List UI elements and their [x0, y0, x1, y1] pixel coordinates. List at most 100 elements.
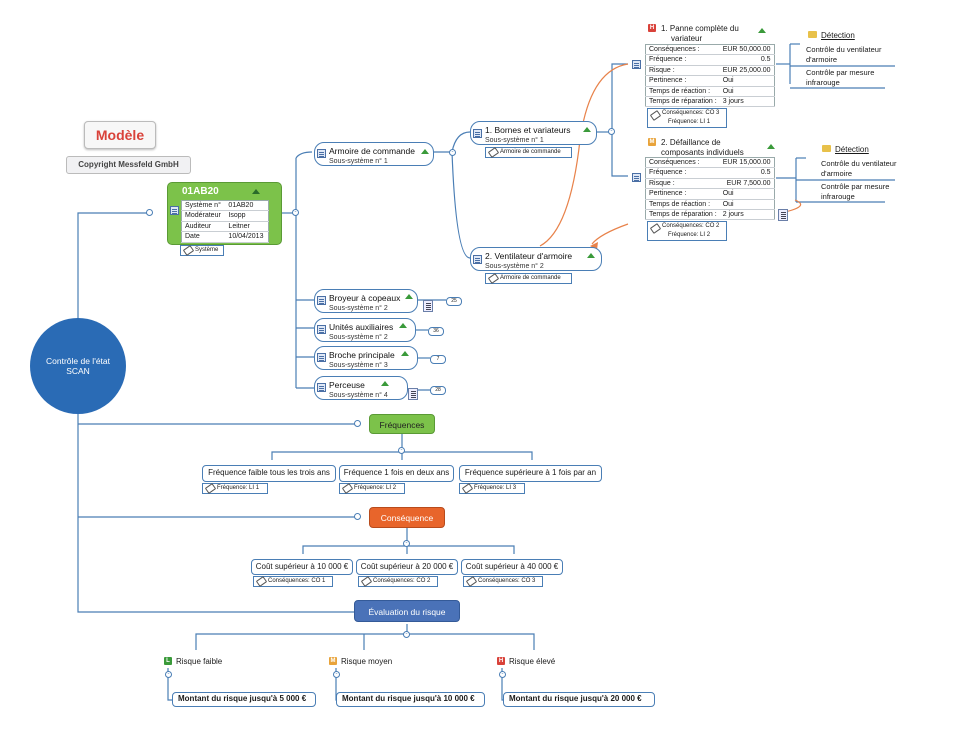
component-bornes[interactable]: 1. Bornes et variateurs Sous-système n° …: [470, 121, 597, 145]
notes-icon[interactable]: [408, 388, 418, 400]
tag-icon: [461, 483, 474, 494]
collapse-icon[interactable]: [401, 351, 409, 356]
badge-count: 36: [428, 327, 444, 336]
tag-icon: [649, 110, 662, 121]
expand-toggle[interactable]: -: [403, 631, 410, 638]
collapse-icon[interactable]: [767, 144, 775, 149]
failure-title: 1. Panne complète du variateur: [661, 24, 739, 43]
table-row: Pertinence :Oui: [645, 188, 775, 200]
subsystem-broyeur[interactable]: Broyeur à copeaux Sous-système n° 2: [314, 289, 418, 313]
subsystem-broche[interactable]: Broche principale Sous-système n° 3: [314, 346, 418, 370]
tag-icon: [360, 576, 373, 587]
tag-icon: [487, 273, 500, 284]
priority-high-icon: H: [497, 657, 505, 665]
table-row: Fréquence :0.5: [645, 54, 775, 66]
system-note-icon: [170, 206, 179, 215]
collapse-icon[interactable]: [583, 127, 591, 132]
table-row: Pertinence :Oui: [645, 75, 775, 87]
risk-amount[interactable]: Montant du risque jusqu'à 20 000 €: [503, 692, 655, 707]
collapse-icon[interactable]: [252, 189, 260, 194]
notes-icon[interactable]: [778, 209, 788, 221]
note-icon: [632, 60, 641, 69]
folder-icon: [822, 145, 831, 152]
folder-icon: [808, 31, 817, 38]
frequency-tag: Fréquence: LI 3: [459, 483, 525, 494]
root-node[interactable]: Contrôle de l'état SCAN: [30, 318, 126, 414]
expand-toggle[interactable]: -: [449, 149, 456, 156]
collapse-icon[interactable]: [587, 253, 595, 258]
expand-toggle[interactable]: -: [292, 209, 299, 216]
frequency-item[interactable]: Fréquence 1 fois en deux ans: [339, 465, 454, 482]
model-title: Modèle: [95, 127, 145, 143]
expand-toggle[interactable]: [354, 513, 361, 520]
table-row: Temps de réparation :3 jours: [645, 96, 775, 108]
collapse-icon[interactable]: [399, 323, 407, 328]
expand-toggle[interactable]: -: [403, 540, 410, 547]
consequence-item[interactable]: Coût supérieur à 40 000 €: [461, 559, 563, 575]
priority-medium-icon: M: [329, 657, 337, 665]
expand-toggle[interactable]: [354, 420, 361, 427]
failure-title: 2. Défaillance de composants individuels: [661, 138, 744, 157]
component-ventilateur[interactable]: 2. Ventilateur d'armoire Sous-système n°…: [470, 247, 602, 271]
consequence-node[interactable]: Conséquence: [369, 507, 445, 528]
risk-level-label[interactable]: Risque faible: [176, 657, 223, 666]
collapse-icon[interactable]: [758, 28, 766, 33]
collapse-icon[interactable]: [381, 381, 389, 386]
note-icon: [317, 149, 326, 158]
table-row: Temps de réparation :2 jours: [645, 209, 775, 221]
root-line2: SCAN: [66, 366, 90, 376]
expand-toggle[interactable]: -: [333, 671, 340, 678]
copyright-box: Copyright Messfeld GmbH: [66, 156, 191, 174]
risk-amount[interactable]: Montant du risque jusqu'à 5 000 €: [172, 692, 316, 707]
note-icon: [317, 296, 326, 305]
collapse-icon[interactable]: [421, 149, 429, 154]
tag-icon: [204, 483, 217, 494]
consequence-item[interactable]: Coût supérieur à 20 000 €: [356, 559, 458, 575]
frequency-item[interactable]: Fréquence faible tous les trois ans: [202, 465, 336, 482]
consequence-tag: Conséquences: CO 3: [463, 576, 543, 587]
notes-icon[interactable]: [423, 300, 433, 312]
component-tag: Armoire de commande: [485, 147, 572, 158]
consequence-item[interactable]: Coût supérieur à 10 000 €: [251, 559, 353, 575]
table-row: Fréquence :0.5: [645, 167, 775, 179]
note-icon: [473, 255, 482, 264]
component-tag: Armoire de commande: [485, 273, 572, 284]
risk-amount[interactable]: Montant du risque jusqu'à 10 000 €: [336, 692, 485, 707]
note-icon: [317, 383, 326, 392]
expand-toggle[interactable]: -: [608, 128, 615, 135]
risk-node[interactable]: Évaluation du risque: [354, 600, 460, 622]
table-row: Système n°01AB20: [181, 200, 269, 212]
expand-toggle[interactable]: -: [499, 671, 506, 678]
subsystem-perceuse[interactable]: Perceuse Sous-système n° 4: [314, 376, 408, 400]
model-title-box: Modèle: [84, 121, 156, 149]
expand-toggle[interactable]: -: [398, 447, 405, 454]
risk-level-label[interactable]: Risque moyen: [341, 657, 393, 666]
tag-icon: [182, 245, 195, 256]
detection-title: Détection: [835, 145, 869, 154]
risk-level-label[interactable]: Risque élevé: [509, 657, 556, 666]
frequencies-node[interactable]: Fréquences: [369, 414, 435, 434]
failure-table: Conséquences :EUR 15,000.00 Fréquence :0…: [645, 157, 775, 221]
subsystem-armoire[interactable]: Armoire de commande Sous-système n° 1: [314, 142, 434, 166]
table-row: Conséquences :EUR 50,000.00: [645, 44, 775, 56]
detection-item: Contrôle par mesure infrarouge: [821, 182, 890, 201]
frequency-tag: Fréquence: LI 2: [339, 483, 405, 494]
copyright-text: Copyright Messfeld GmbH: [78, 160, 179, 169]
tag-icon: [341, 483, 354, 494]
collapse-icon[interactable]: [405, 294, 413, 299]
table-row: Temps de réaction :Oui: [645, 86, 775, 98]
expand-toggle[interactable]: [146, 209, 153, 216]
note-icon: [317, 353, 326, 362]
note-icon: [632, 173, 641, 182]
frequency-item[interactable]: Fréquence supérieure à 1 fois par an: [459, 465, 602, 482]
failure-tags: Conséquences: CO 3 Fréquence: LI 1: [647, 108, 727, 128]
subsystem-unites[interactable]: Unités auxiliaires Sous-système n° 2: [314, 318, 416, 342]
table-row: Risque :EUR 25,000.00: [645, 65, 775, 77]
badge-count: 7: [430, 355, 446, 364]
expand-toggle[interactable]: -: [165, 671, 172, 678]
failure-table: Conséquences :EUR 50,000.00 Fréquence :0…: [645, 44, 775, 108]
